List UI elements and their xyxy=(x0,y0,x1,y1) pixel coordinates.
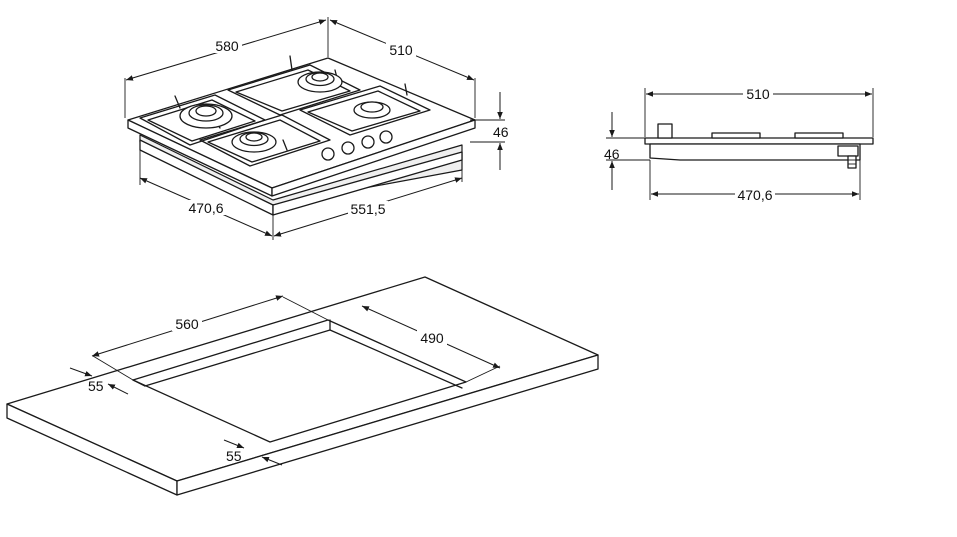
hob-side-view: 510 46 470,6 xyxy=(604,86,874,203)
hob-top-edge-side xyxy=(271,119,476,197)
gas-connector xyxy=(837,145,859,169)
side-body xyxy=(649,143,861,161)
worktop-side-edge xyxy=(176,354,599,496)
worktop-cutout-view: 560 490 55 55 xyxy=(6,276,599,496)
hob-body-width-label: 551,5 xyxy=(350,201,385,217)
hob-height-label: 46 xyxy=(493,124,509,140)
hob-body-depth-label: 470,6 xyxy=(188,200,223,216)
hob-isometric-view: 580 510 46 470,6 551,5 xyxy=(124,17,509,240)
side-body-depth-label: 470,6 xyxy=(737,187,772,203)
side-depth-label: 510 xyxy=(746,86,770,102)
front-margin-label: 55 xyxy=(226,448,242,464)
side-margin-label: 55 xyxy=(88,378,104,394)
cutout-depth-label: 490 xyxy=(420,330,444,346)
hob-depth-label: 510 xyxy=(389,42,413,58)
control-knobs xyxy=(321,130,393,161)
side-height-label: 46 xyxy=(604,146,620,162)
hob-width-label: 580 xyxy=(215,38,239,54)
side-top-plate xyxy=(644,137,874,145)
cutout-width-label: 560 xyxy=(175,316,199,332)
